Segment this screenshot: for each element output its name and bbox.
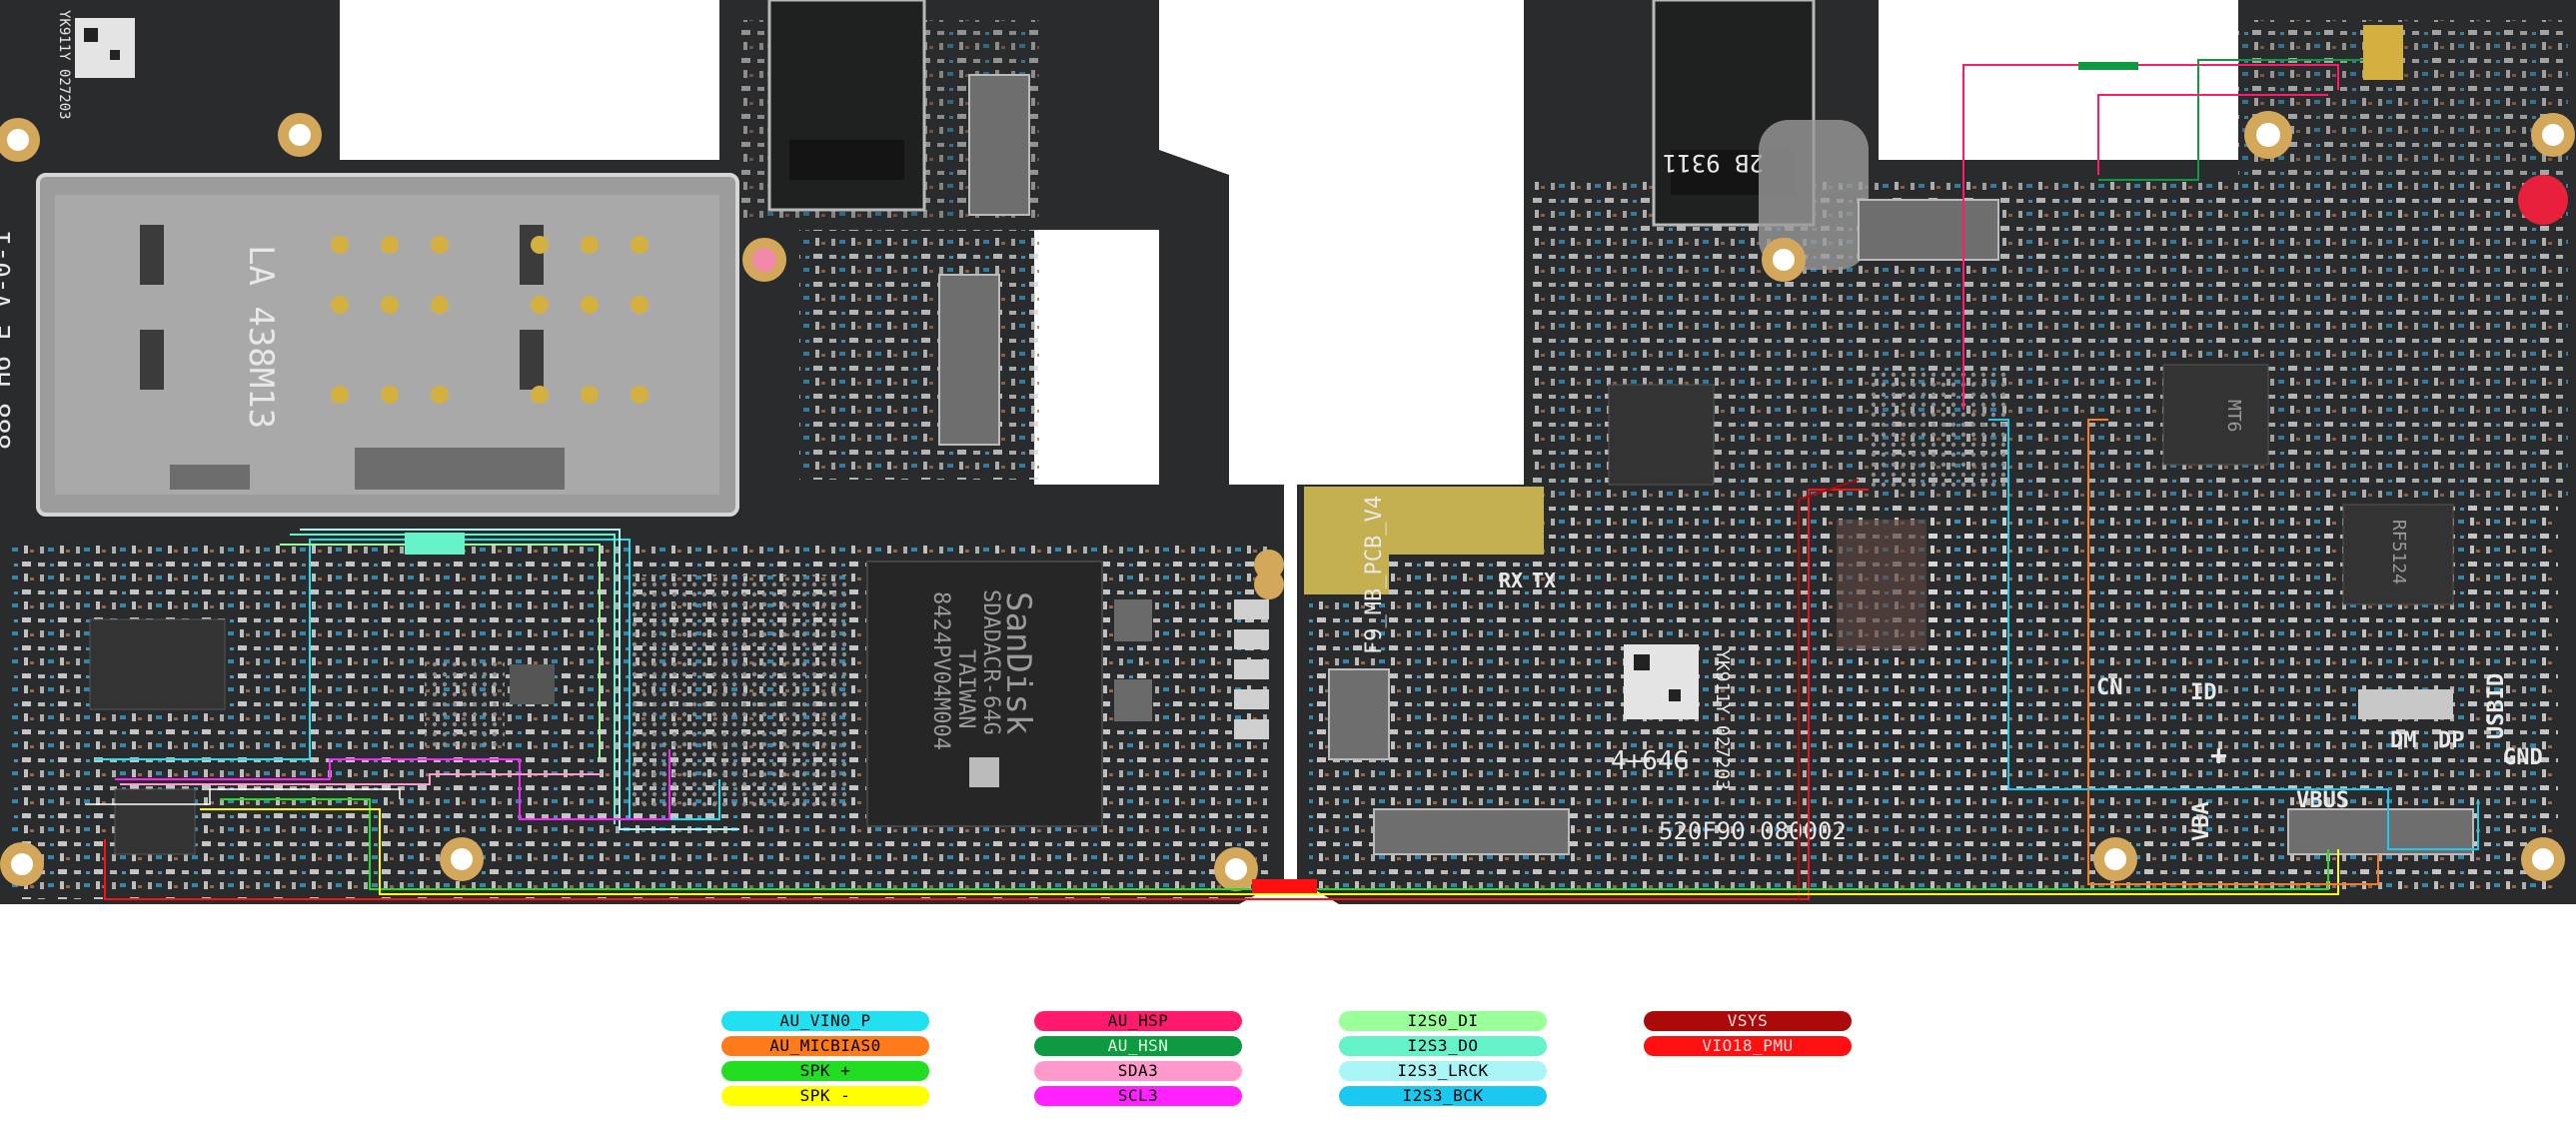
legend-au-micbias0: AU_MICBIAS0: [721, 1036, 929, 1056]
board-name: F9_MB_PCB_V4: [1362, 496, 1387, 654]
pmic-code: RF5124: [2388, 520, 2409, 584]
connector-mid: [938, 274, 1000, 446]
signal-traces: [85, 59, 2479, 900]
connector-top: [968, 74, 1030, 216]
tray-code: LA 438M13: [241, 245, 281, 429]
trace-i2s3-do: [290, 534, 616, 824]
lot-code: 520F90 080002: [1659, 817, 1847, 845]
legend-i2s3-bck: I2S3_BCK: [1339, 1086, 1547, 1106]
trace-sda3: [120, 773, 600, 785]
legend-vio18-pmu: VIO18_PMU: [1644, 1036, 1852, 1056]
plus-label: +: [2210, 738, 2227, 771]
trace-tag-bottom: [1252, 879, 1317, 893]
id-label: ID: [2190, 680, 2217, 705]
trace-codec-loop: [85, 788, 401, 805]
trace-au-hsn: [2098, 59, 2363, 181]
pmic-chip: [2342, 504, 2454, 605]
vbat-label: VBA: [2189, 801, 2214, 841]
cn-label: CN: [2096, 675, 2123, 700]
connector-right: [1858, 199, 1999, 261]
smart-pa-chip: [114, 788, 196, 855]
legend-i2s3-do: I2S3_DO: [1339, 1036, 1547, 1056]
trace-vsys: [1798, 479, 1860, 899]
dm-label: DM: [2390, 728, 2417, 753]
bracket: [1759, 120, 1869, 270]
legend-i2s3-lrck: I2S3_LRCK: [1339, 1061, 1547, 1081]
dp-label: DP: [2438, 728, 2465, 753]
qr-code-text-top-left: YK911Y 027203: [56, 10, 72, 120]
usbid-label: USBID: [2484, 673, 2509, 739]
test-pad-row: [2358, 689, 2453, 719]
legend-spk-minus: SPK -: [721, 1086, 929, 1106]
trace-au-hsp: [1962, 64, 2339, 410]
legend-sda3: SDA3: [1034, 1061, 1242, 1081]
jack-code: 2B 9311: [1663, 149, 1764, 177]
legend-i2s0-di: I2S0_DI: [1339, 1011, 1547, 1031]
gnd-label: GND: [2503, 745, 2543, 770]
codec-chip: [89, 618, 226, 710]
trace-i2s3-bck: [1988, 419, 2479, 850]
legend-scl3: SCL3: [1034, 1086, 1242, 1106]
emmc-lot: 8424PV04M004: [928, 591, 953, 750]
legend-au-hsn: AU_HSN: [1034, 1036, 1242, 1056]
trace-tag-left: [405, 533, 465, 555]
mcu-bga: [1869, 370, 2008, 490]
emmc-chip: SanDisk SDADACR-64G TAIWAN 8424PV04M004: [866, 561, 1103, 827]
trace-i2s3-lrck: [300, 529, 739, 830]
antenna-pad: [1304, 487, 1544, 594]
trace-spk-minus: [200, 808, 2339, 895]
vbus-label: VBUS: [2296, 788, 2349, 813]
left-board-cutout-3: [1034, 225, 1159, 485]
connector-side: [1328, 668, 1390, 760]
emmc-country: TAIWAN: [953, 649, 978, 728]
pa-chip: [2162, 364, 2269, 466]
side-code: 888 H6 E V-0-1: [0, 231, 17, 450]
red-marker: [2518, 175, 2568, 225]
microphone: [2363, 25, 2403, 80]
sim-card-tray: LA 438M13: [36, 173, 739, 517]
trace-i2s0-di: [280, 544, 601, 759]
trace-au-vin0p: [95, 539, 720, 820]
trace-spk-plus: [220, 798, 2329, 890]
btb-connector-bottom: [1373, 808, 1570, 855]
trace-scl3: [115, 749, 670, 820]
legend-au-hsp: AU_HSP: [1034, 1011, 1242, 1031]
rx-label: RX: [1499, 568, 1523, 592]
emmc-brand: SanDisk: [998, 591, 1038, 734]
memory-label: 4+64G: [1611, 746, 1689, 776]
qr-code-text-right: YK911Y 027203: [1712, 649, 1733, 790]
headphone-jack-left: [767, 0, 926, 212]
trace-tag-top: [2078, 62, 2138, 70]
legend-vsys: VSYS: [1644, 1011, 1852, 1031]
pa-code: MT6: [2223, 400, 2244, 433]
left-board-cutout: [340, 0, 719, 160]
audio-bga: [425, 659, 505, 749]
emmc-part: SDADACR-64G: [978, 589, 1003, 735]
tx-label: TX: [1532, 568, 1556, 592]
trace-au-micbias0: [2087, 419, 2379, 885]
legend-au-vin0-p: AU_VIN0_P: [721, 1011, 929, 1031]
trace-au-hsp-2: [2097, 94, 2328, 175]
soc-bga: [628, 574, 847, 809]
qr-code-top-left: [75, 18, 135, 78]
usb-connector: [2287, 808, 2474, 855]
chip-qfn-right: [1608, 384, 1715, 486]
legend-spk-plus: SPK +: [721, 1061, 929, 1081]
